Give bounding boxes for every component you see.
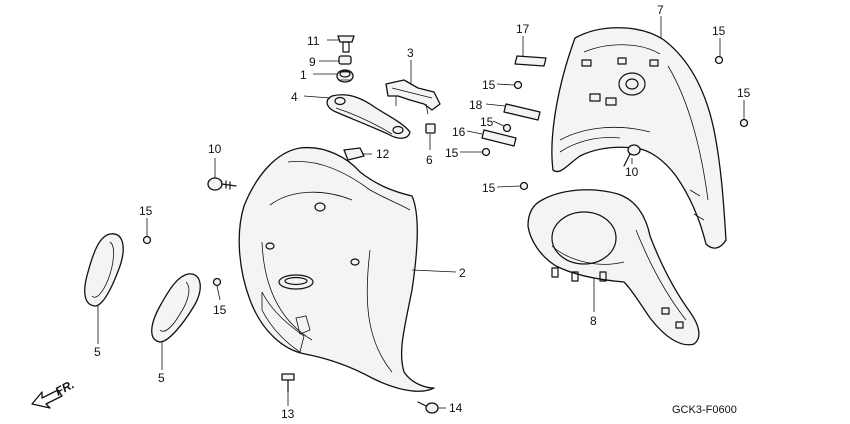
collar-part-9 xyxy=(338,55,352,65)
callout-1: 1 xyxy=(300,68,307,82)
screw-part-14 xyxy=(417,401,439,414)
leader-lines xyxy=(97,16,745,409)
callout-13: 13 xyxy=(281,407,295,421)
callout-7: 7 xyxy=(657,3,664,17)
pad-part-17 xyxy=(514,55,547,67)
callout-15-c: 15 xyxy=(712,24,726,38)
callout-17: 17 xyxy=(516,22,530,36)
stay-part-3 xyxy=(385,79,441,115)
callout-10-right: 10 xyxy=(625,165,639,179)
callout-16: 16 xyxy=(452,125,466,139)
callout-10-left: 10 xyxy=(208,142,222,156)
bolt-part-11 xyxy=(337,35,355,53)
front-cover-part-2 xyxy=(238,146,435,392)
front-direction-indicator: FR. xyxy=(31,377,76,409)
callout-4: 4 xyxy=(291,90,298,104)
callout-15-h: 15 xyxy=(482,181,496,195)
inner-cover-part-7 xyxy=(551,27,727,249)
callout-15-g: 15 xyxy=(445,146,459,160)
callout-6: 6 xyxy=(426,153,433,167)
callout-15-b: 15 xyxy=(213,303,227,317)
callout-11: 11 xyxy=(307,34,320,48)
screw-part-13 xyxy=(281,373,295,393)
inner-cover-part-8 xyxy=(527,189,700,346)
diagram-code: GCK3-F0600 xyxy=(672,404,737,416)
rubber-part-1 xyxy=(336,69,354,83)
screw-part-10-right xyxy=(623,144,641,167)
callout-18: 18 xyxy=(469,98,483,112)
reflector-part-5-right xyxy=(151,273,201,343)
callout-3: 3 xyxy=(407,46,414,60)
clip-part-12 xyxy=(343,147,365,161)
screw-part-15-set xyxy=(142,55,749,287)
callout-15-e: 15 xyxy=(482,78,496,92)
bracket-part-4 xyxy=(326,94,411,139)
callout-12: 12 xyxy=(376,147,390,161)
reflector-part-5-left xyxy=(84,233,124,307)
callout-5-left: 5 xyxy=(94,345,101,359)
callout-8: 8 xyxy=(590,314,597,328)
front-arrow-icon xyxy=(31,389,63,409)
callout-15-a: 15 xyxy=(139,204,153,218)
callout-5-right: 5 xyxy=(158,371,165,385)
callout-15-f: 15 xyxy=(480,115,494,129)
screw-part-10-left xyxy=(207,177,237,191)
clip-part-6 xyxy=(425,123,436,134)
callout-14: 14 xyxy=(449,401,463,415)
callout-9: 9 xyxy=(309,55,316,69)
callout-labels: 11 9 1 4 3 6 12 10 15 15 5 5 2 13 14 7 1… xyxy=(94,3,751,421)
callout-2: 2 xyxy=(459,266,466,280)
pad-part-18 xyxy=(503,103,541,121)
callout-15-d: 15 xyxy=(737,86,751,100)
pad-part-16 xyxy=(481,129,517,147)
